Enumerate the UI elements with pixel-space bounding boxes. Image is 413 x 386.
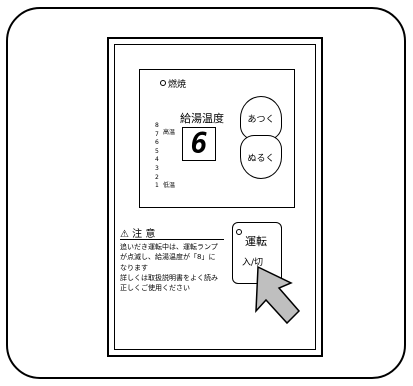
scale-high-label: 高温 [163, 129, 176, 136]
caution-text: 追いだき運転中は、運転ランプ が点滅し、給湯温度が「8」に なります 詳しくは取… [120, 242, 218, 293]
temp-display-digit: 6 [182, 127, 216, 161]
scale-value: 1 [155, 182, 159, 190]
run-button-sublabel: 入/切 [242, 258, 264, 268]
caution-line: が点滅し、給湯温度が「8」に [120, 253, 216, 262]
caution-line: 正しくご使用ください [120, 284, 190, 293]
scale-low-label: 低温 [163, 182, 176, 189]
caution-line: 詳しくは取扱説明書をよく読み [120, 273, 218, 282]
run-lamp-icon [236, 229, 242, 235]
scale-value: 7 [155, 130, 159, 138]
hotter-button-label: あつく [247, 114, 275, 125]
scale-value: 4 [155, 156, 159, 164]
scale-value: 5 [155, 147, 159, 155]
run-button-label: 運転 [245, 235, 267, 248]
caution-line: 追いだき運転中は、運転ランプ [120, 243, 218, 251]
caution-divider [120, 239, 224, 240]
caution-line: なります [120, 263, 148, 272]
caution-title: ⚠ 注 意 [120, 229, 156, 240]
water-temp-title: 給湯温度 [180, 112, 224, 125]
cooler-button-label: ぬるく [247, 153, 275, 164]
remote-panel-inner [114, 44, 316, 350]
temp-scale: 8 7 6 5 4 3 2 1 [155, 122, 159, 191]
scale-value: 8 [155, 122, 159, 129]
burn-label: 燃焼 [168, 80, 187, 90]
display-area [139, 69, 295, 208]
outer-frame [6, 7, 406, 379]
scale-value: 6 [155, 139, 159, 147]
scale-value: 3 [155, 164, 159, 172]
scale-value: 2 [155, 173, 159, 181]
burn-lamp-icon [160, 80, 166, 86]
cooler-button[interactable]: ぬるく [240, 135, 282, 179]
